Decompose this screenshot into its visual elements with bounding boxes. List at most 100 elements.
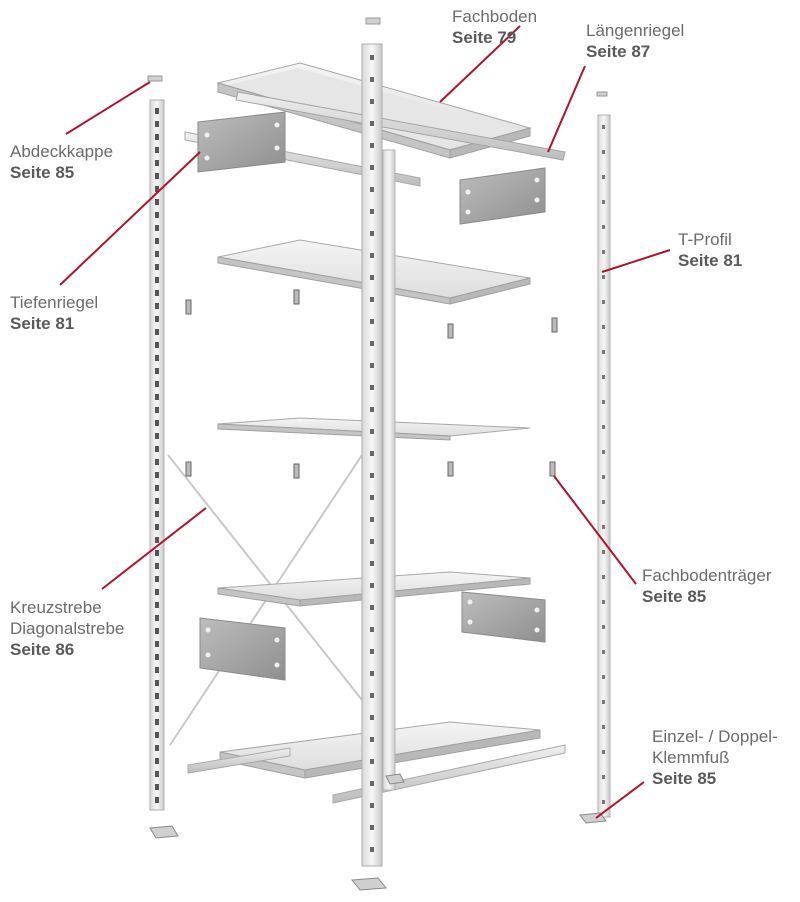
depth-panel-top-left: [197, 111, 286, 173]
label-fachboden-name: Fachboden: [452, 7, 538, 26]
right-post-slot: [602, 600, 605, 604]
front-post-slot: [370, 99, 374, 104]
left-post-slot: [155, 342, 159, 348]
front-post-slot: [370, 605, 374, 610]
right-post-slot: [602, 475, 605, 479]
front-post-slot: [370, 77, 374, 82]
left-post-slot: [155, 615, 159, 621]
left-post-slot: [155, 459, 159, 465]
left-post-slot: [155, 420, 159, 426]
left-post-slot: [155, 732, 159, 738]
front-post-slot: [370, 209, 374, 214]
front-post-slot: [370, 803, 374, 808]
left-post-slot: [155, 537, 159, 543]
right-post-slot: [602, 700, 605, 704]
front-post-slot: [370, 715, 374, 720]
left-post-slot: [155, 433, 159, 439]
right-post-slot: [602, 400, 605, 404]
front-post-slot: [370, 253, 374, 258]
right-post-slot: [602, 300, 605, 304]
front-post-slot: [370, 385, 374, 390]
label-laengenriegel-name: Längenriegel: [586, 21, 685, 40]
label-tprofil-name: T-Profil: [678, 230, 732, 249]
right-post-slot: [602, 175, 605, 179]
left-post-slot: [155, 719, 159, 725]
front-post-slot: [370, 319, 374, 324]
left-post-slot: [155, 303, 159, 309]
bottom-depth-beam: [187, 747, 291, 774]
length-beam: [235, 91, 566, 161]
back-post-inner: [382, 149, 396, 791]
front-post-slot: [370, 649, 374, 654]
left-post-slot: [155, 628, 159, 634]
callout-kreuzstrebe: [101, 507, 207, 590]
front-post-slot: [370, 275, 374, 280]
front-post-slot: [370, 187, 374, 192]
front-post-slot: [370, 495, 374, 500]
right-post-slot: [602, 375, 605, 379]
left-post-slot: [155, 524, 159, 530]
left-post-slot: [155, 563, 159, 569]
cap-front: [365, 17, 381, 25]
front-post-slot: [370, 737, 374, 742]
left-post-slot: [155, 186, 159, 192]
left-post-slot: [155, 485, 159, 491]
front-post-slot: [370, 407, 374, 412]
callout-lines: [59, 25, 671, 819]
left-post-slot: [155, 758, 159, 764]
left-post-slot: [155, 264, 159, 270]
left-post-slot: [155, 381, 159, 387]
front-post-slot: [370, 759, 374, 764]
callout-tiefenriegel: [59, 151, 201, 286]
label-kreuzstrebe-name1: Kreuzstrebe: [10, 598, 102, 617]
right-post-slot: [602, 675, 605, 679]
left-post-slot: [155, 498, 159, 504]
label-tiefenriegel-name: Tiefenriegel: [10, 293, 99, 312]
left-post-slot: [155, 745, 159, 751]
label-fachbodentraeger-page: Seite 85: [642, 587, 707, 606]
left-post-slot: [155, 589, 159, 595]
front-post-slot: [370, 341, 374, 346]
callout-fachboden: [439, 25, 521, 103]
depth-panel-bottom-left: [199, 617, 286, 681]
right-post-slot: [602, 550, 605, 554]
right-post: [597, 114, 611, 818]
left-post-slot: [155, 771, 159, 777]
left-post-slot: [155, 251, 159, 257]
left-post-slot: [155, 654, 159, 660]
right-post-slot: [602, 125, 605, 129]
right-post-slot: [602, 625, 605, 629]
left-post-slot: [155, 277, 159, 283]
left-post-slot: [155, 550, 159, 556]
label-kreuzstrebe-name2: Diagonalstrebe: [10, 619, 125, 638]
front-post-slot: [370, 429, 374, 434]
left-post-slot: [155, 784, 159, 790]
label-klemmfuss-page: Seite 85: [652, 769, 717, 788]
callout-klemmfuss: [595, 781, 645, 819]
right-post-slot: [602, 150, 605, 154]
label-tiefenriegel-page: Seite 81: [10, 314, 75, 333]
front-post-slot: [370, 165, 374, 170]
cap-right: [596, 91, 608, 97]
left-post-slot: [155, 693, 159, 699]
left-post: [149, 99, 165, 811]
callout-abdeckkappe: [65, 81, 151, 135]
callout-tprofil: [601, 249, 671, 273]
label-tprofil-page: Seite 81: [678, 251, 743, 270]
right-post-slot: [602, 800, 605, 804]
left-post-slot: [155, 394, 159, 400]
cap-left: [147, 75, 163, 82]
right-post-slot: [602, 250, 605, 254]
right-post-slot: [602, 325, 605, 329]
label-fachboden-page: Seite 79: [452, 28, 517, 47]
front-post-slot: [370, 517, 374, 522]
left-post-slot: [155, 680, 159, 686]
front-post-slot: [370, 55, 374, 60]
callout-laengenriegel: [547, 65, 586, 153]
front-post-slot: [370, 693, 374, 698]
right-post-slot: [602, 275, 605, 279]
left-post-slot: [155, 602, 159, 608]
label-klemmfuss: Einzel- / Doppel- Klemmfuß Seite 85: [652, 726, 778, 789]
left-post-slot: [155, 576, 159, 582]
